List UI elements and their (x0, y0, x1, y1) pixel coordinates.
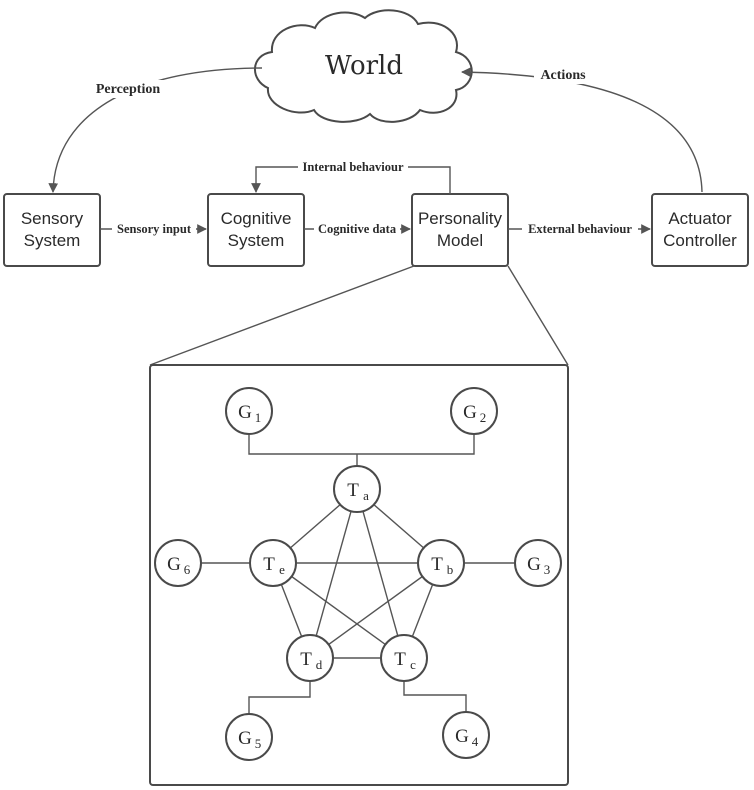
sensory-input-label: Sensory input (117, 222, 192, 236)
actions-arrow (461, 67, 703, 193)
svg-text:3: 3 (544, 562, 551, 577)
svg-text:G: G (463, 402, 477, 423)
personality-model-line1: Personality (418, 209, 503, 228)
node-tb: T b (417, 539, 465, 587)
node-g3: G 3 (514, 539, 562, 587)
svg-text:4: 4 (472, 734, 479, 749)
personality-model-box: Personality Model (411, 193, 509, 267)
svg-text:T: T (431, 554, 443, 575)
svg-text:T: T (300, 649, 312, 670)
svg-text:G: G (238, 402, 252, 423)
svg-text:G: G (455, 726, 469, 747)
svg-text:T: T (263, 554, 275, 575)
cognitive-system-line1: Cognitive (221, 209, 292, 228)
svg-text:d: d (316, 657, 323, 672)
sensory-system-box: Sensory System (3, 193, 101, 267)
perception-label: Perception (96, 82, 160, 97)
node-ta: T a (333, 465, 381, 513)
svg-text:G: G (167, 554, 181, 575)
node-g5: G 5 (225, 713, 273, 761)
node-td: T d (286, 634, 334, 682)
svg-text:G: G (527, 554, 541, 575)
node-te: T e (249, 539, 297, 587)
node-g1: G 1 (225, 387, 273, 435)
cognitive-system-box: Cognitive System (207, 193, 305, 267)
actuator-controller-line2: Controller (663, 231, 737, 250)
sensory-system-line1: Sensory (21, 209, 84, 228)
cognitive-data-label: Cognitive data (318, 222, 397, 236)
svg-text:T: T (347, 480, 359, 501)
zoom-line-right (507, 265, 569, 366)
world-cloud: World (254, 9, 473, 123)
world-label: World (325, 51, 403, 81)
svg-text:T: T (394, 649, 406, 670)
node-g4: G 4 (442, 711, 490, 759)
svg-text:c: c (410, 657, 416, 672)
svg-text:1: 1 (255, 410, 262, 425)
cognitive-system-line2: System (228, 231, 285, 250)
personality-model-line2: Model (437, 231, 483, 250)
sensory-system-line2: System (24, 231, 81, 250)
actuator-controller-line1: Actuator (668, 209, 732, 228)
svg-text:5: 5 (255, 736, 262, 751)
actions-label: Actions (540, 68, 586, 83)
perception-arrow (48, 67, 263, 193)
node-g2: G 2 (450, 387, 498, 435)
internal-behaviour-label: Internal behaviour (302, 160, 404, 174)
node-g6: G 6 (154, 539, 202, 587)
svg-text:2: 2 (480, 410, 487, 425)
svg-text:a: a (363, 488, 369, 503)
svg-text:e: e (279, 562, 285, 577)
svg-text:G: G (238, 728, 252, 749)
svg-text:6: 6 (184, 562, 191, 577)
personality-detail-panel (149, 364, 569, 786)
zoom-line-left (149, 265, 415, 366)
actuator-controller-box: Actuator Controller (651, 193, 749, 267)
node-tc: T c (380, 634, 428, 682)
svg-text:b: b (447, 562, 454, 577)
external-behaviour-label: External behaviour (528, 222, 632, 236)
